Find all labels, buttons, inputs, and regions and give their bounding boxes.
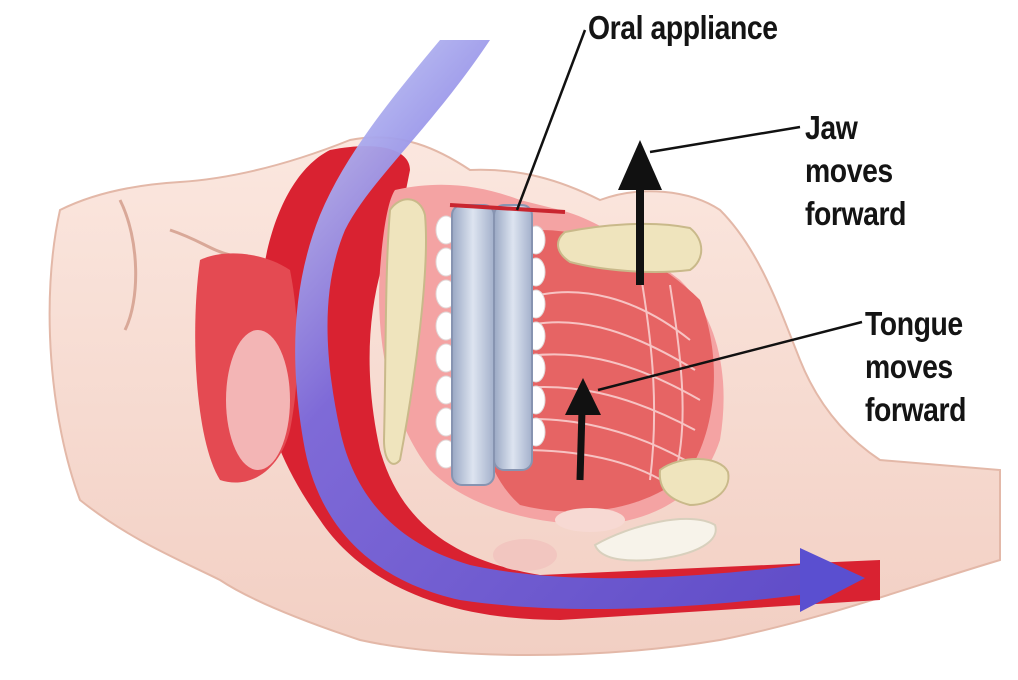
oral-appliance-lower [494, 205, 532, 470]
jaw-label-line: forward [805, 192, 906, 235]
tongue-label-line: moves [865, 345, 966, 388]
tongue-forward-arrow [580, 410, 582, 480]
oral-appliance-upper [452, 205, 494, 485]
tongue-label-line: forward [865, 388, 966, 431]
jaw-leader [650, 127, 800, 152]
oral-appliance-text: Oral appliance [588, 6, 778, 49]
jaw-label: Jaw moves forward [805, 106, 906, 235]
epiglottis [493, 539, 557, 571]
oral-appliance-label: Oral appliance [588, 6, 778, 49]
upper-jaw-bone [558, 224, 701, 272]
tongue-label-line: Tongue [865, 302, 966, 345]
jaw-label-line: moves [805, 149, 906, 192]
tongue-label: Tongue moves forward [865, 302, 966, 431]
jaw-forward-arrowhead [618, 140, 662, 190]
tonsil [226, 330, 290, 470]
jaw-label-line: Jaw [805, 106, 906, 149]
tissue-blob [555, 508, 625, 532]
